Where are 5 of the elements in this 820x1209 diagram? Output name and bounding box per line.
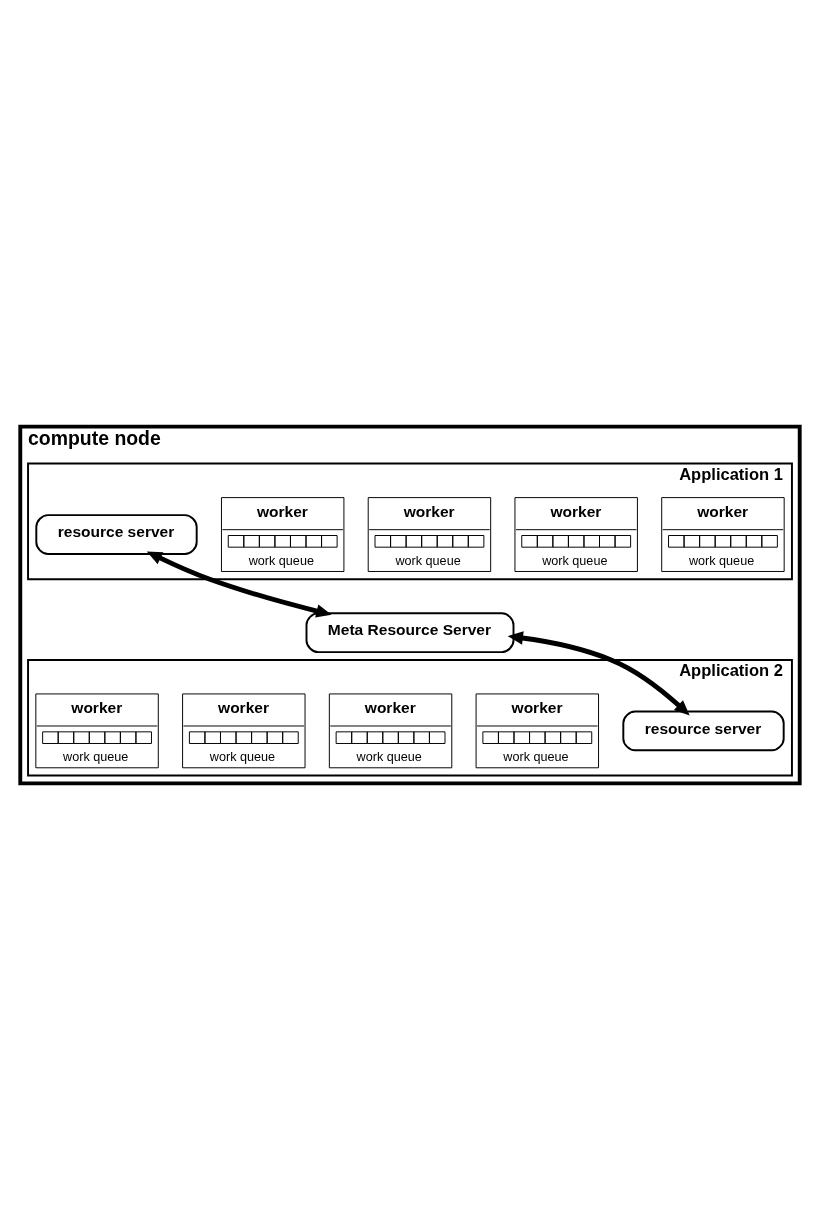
- node-box: resource server: [622, 709, 785, 751]
- arrow: [507, 630, 690, 715]
- arrow: [146, 550, 332, 618]
- node-box: resource server: [35, 513, 198, 555]
- node-box: Meta Resource Server: [305, 611, 515, 653]
